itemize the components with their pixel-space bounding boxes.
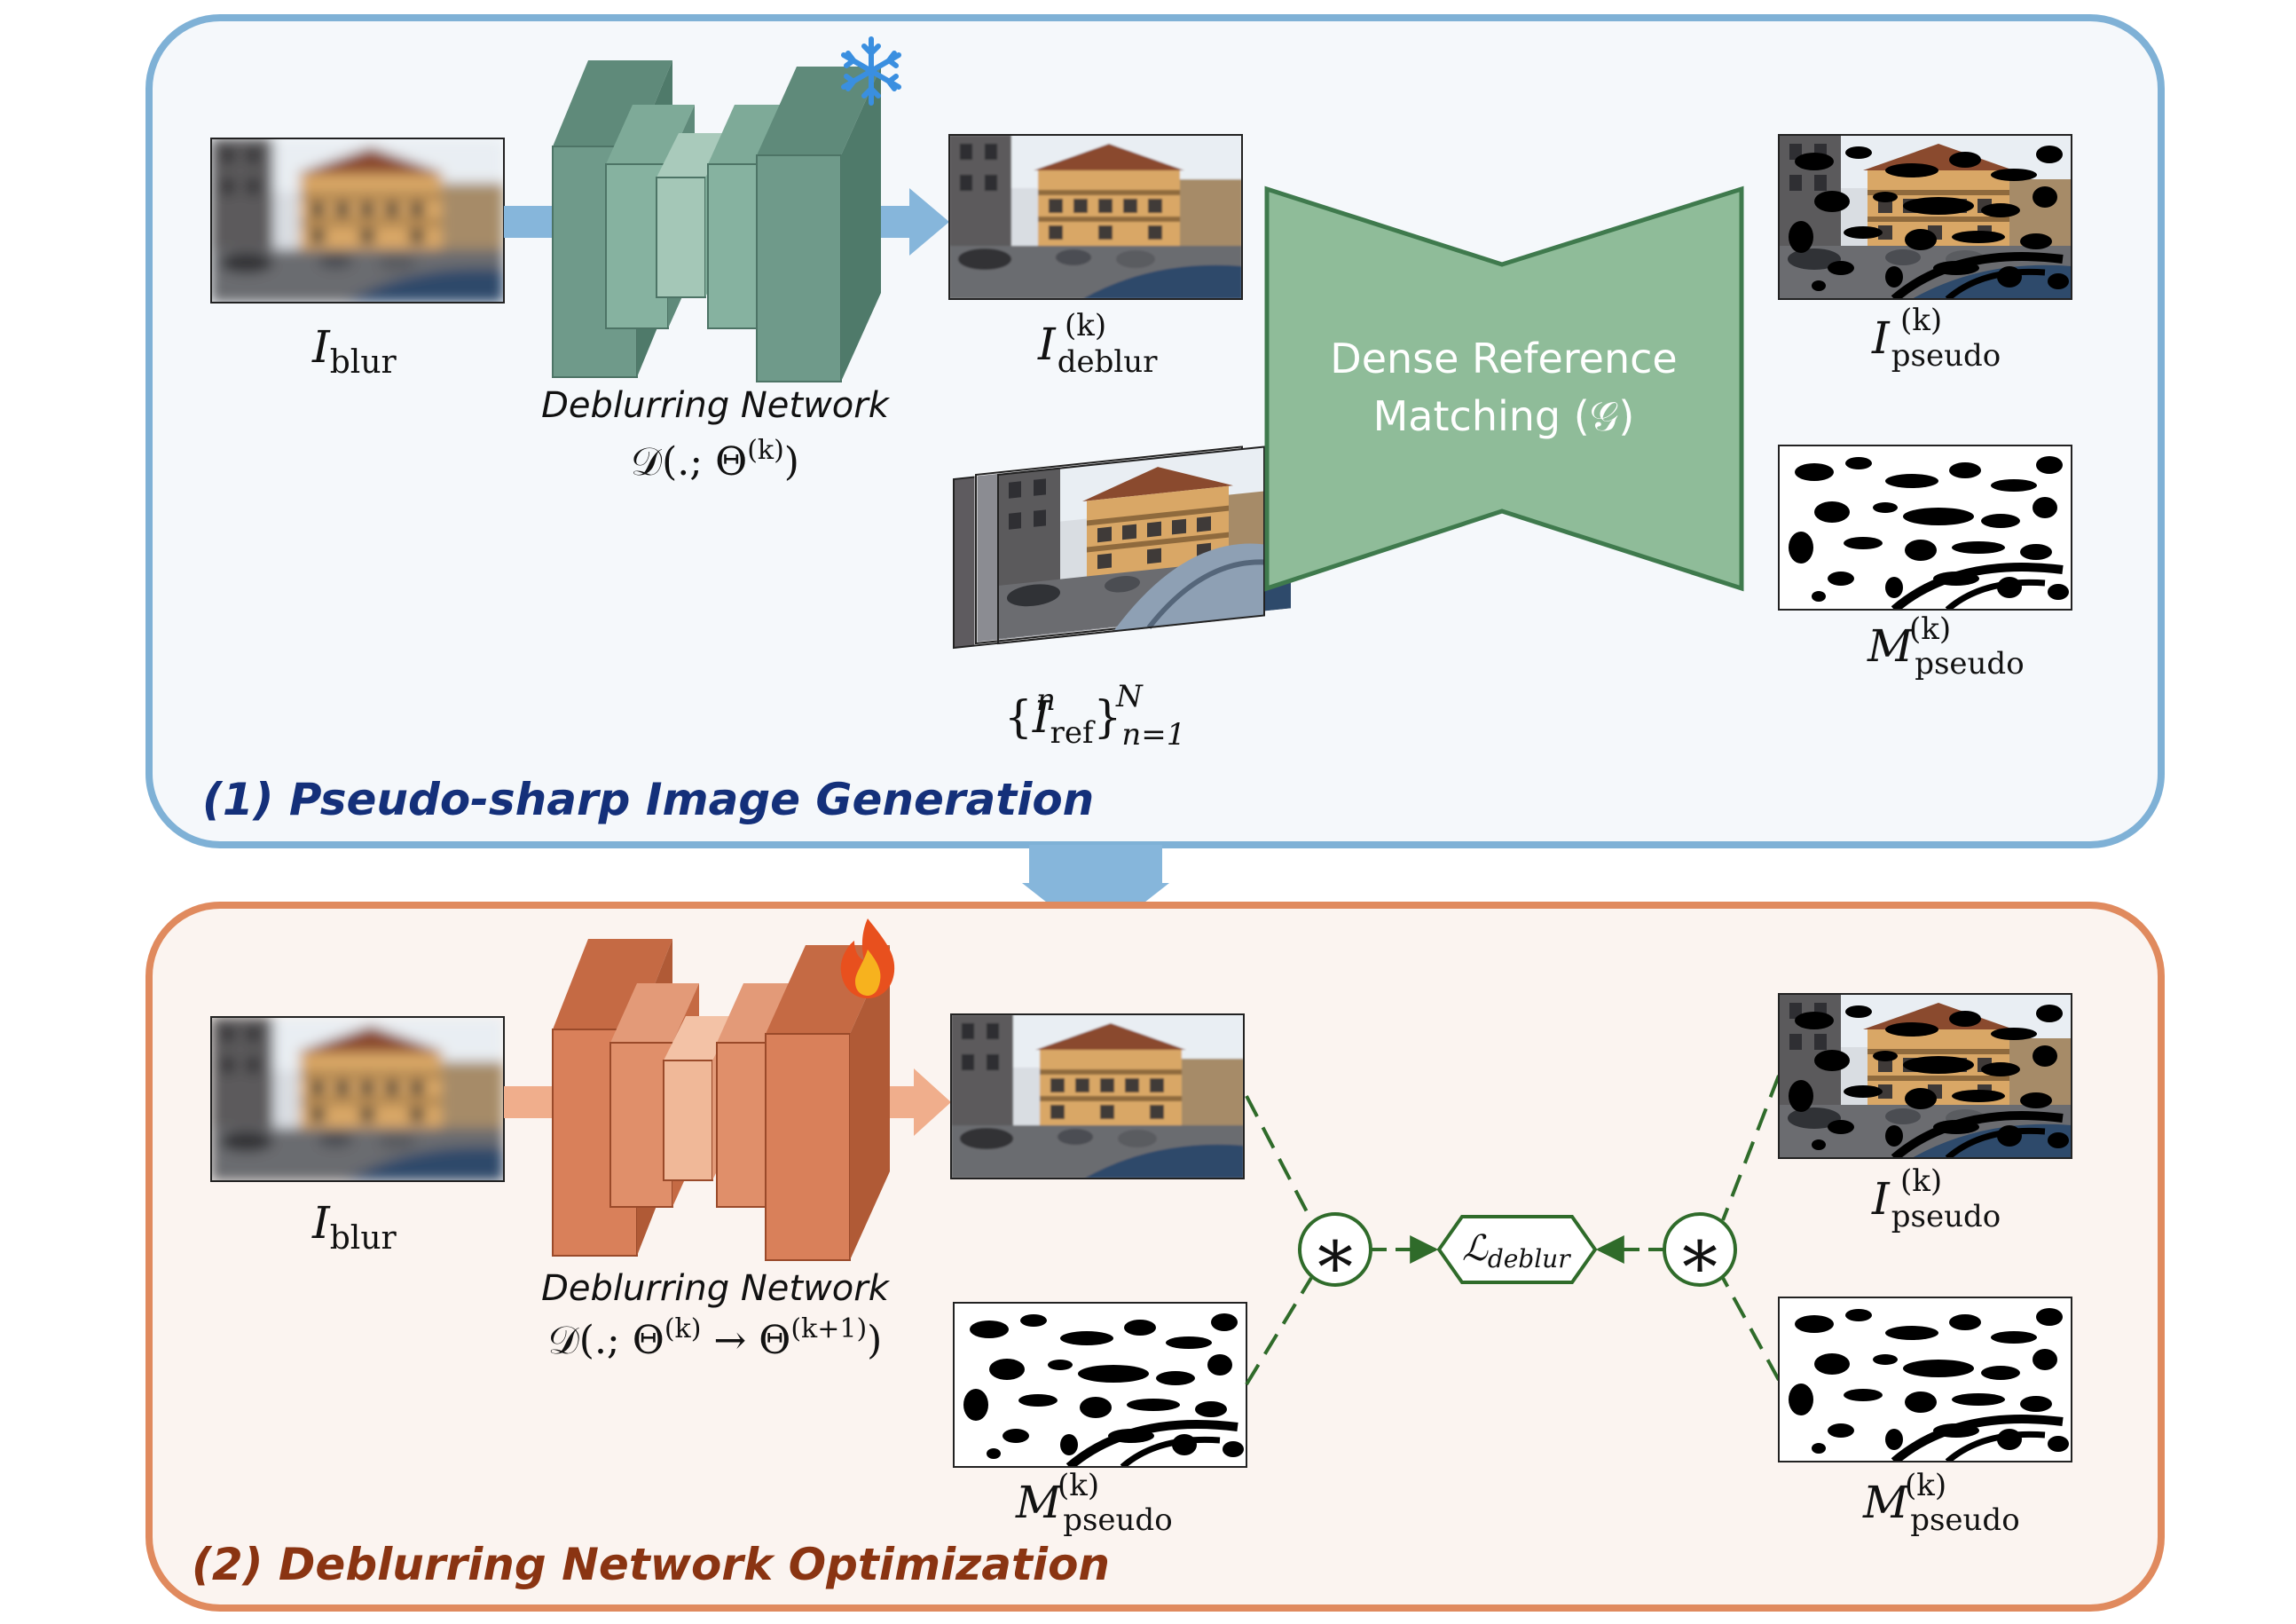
mask-label-left: Mpseudo (1015, 1477, 1173, 1538)
mask-label-sup: (k) (1909, 611, 1951, 647)
mask-label-right-sup: (k) (1905, 1468, 1946, 1503)
deblurring-network-trainable (552, 939, 890, 1261)
pseudo-label: Ipseudo (1871, 312, 2001, 374)
flow-arrow-out (881, 188, 949, 256)
input-blurred-image-2 (210, 1016, 505, 1182)
multiply-op-right: ∗ (1663, 1212, 1737, 1295)
multiply-op-left: ∗ (1298, 1212, 1372, 1295)
panel2-title: (2) Deblurring Network Optimization (192, 1539, 1110, 1590)
snowflake-icon (841, 36, 901, 106)
deblur-loss-node (1436, 1215, 1598, 1284)
pseudo-label-2: Ipseudo (1871, 1173, 2001, 1234)
svg-text:∗: ∗ (1676, 1212, 1724, 1295)
ref-set-label: {Iref}n=1 (1004, 691, 1185, 753)
mask-label-left-sup: (k) (1058, 1468, 1099, 1503)
input-blurred-image (210, 138, 505, 304)
stage-transition-arrow (1022, 845, 1169, 941)
flow-arrow-out-2 (890, 1068, 951, 1136)
network-name-label: Deblurring Network (541, 385, 891, 426)
input-blur-label: Iblur (311, 321, 397, 381)
deblurring-network-frozen (552, 60, 881, 382)
mask-label-right: Mpseudo (1862, 1477, 2020, 1538)
network-formula-label-2: 𝒟(.; Θ(k) → Θ(k+1)) (548, 1313, 883, 1363)
deblur-label-sup: (k) (1065, 308, 1106, 343)
pseudo-mask-image-right (1778, 1297, 2072, 1462)
ref-set-sup-n: n (1036, 682, 1056, 718)
deblurred-image-2 (950, 1013, 1245, 1179)
pseudo-mask-image (1778, 445, 2072, 611)
pseudo-label-sup: (k) (1900, 303, 1942, 338)
mask-label: Mpseudo (1867, 620, 2025, 682)
fire-icon (840, 918, 895, 998)
loss-connectors-right (1721, 1075, 1781, 1381)
deblurred-image (948, 134, 1243, 300)
flow-arrow-in (504, 206, 553, 238)
dense-reference-matching-block (1264, 185, 1744, 592)
ref-set-sup-N: N (1115, 679, 1144, 714)
reference-image-stack (953, 444, 1291, 650)
svg-text:∗: ∗ (1311, 1212, 1359, 1295)
input-blur-label-2: Iblur (311, 1197, 397, 1257)
loss-connectors-left (1245, 1095, 1313, 1386)
flow-arrow-in-2 (504, 1086, 553, 1118)
deblur-label: Ideblur (1037, 319, 1158, 380)
panel1-title: (1) Pseudo-sharp Image Generation (202, 774, 1094, 825)
pseudo-mask-image-left (953, 1302, 1247, 1468)
pseudo-label-2-sup: (k) (1900, 1163, 1942, 1199)
network-formula-label: 𝒟(.; Θ(k)) (631, 435, 799, 485)
deblur-loss-label: ℒdeblur (1462, 1228, 1571, 1273)
pseudo-sharp-image (1778, 134, 2072, 300)
pseudo-sharp-image-2 (1778, 993, 2072, 1159)
matching-label-line1: Dense Reference (1330, 335, 1677, 382)
matching-label-line2: Matching (𝒢) (1373, 392, 1635, 440)
network-name-label-2: Deblurring Network (541, 1268, 891, 1309)
